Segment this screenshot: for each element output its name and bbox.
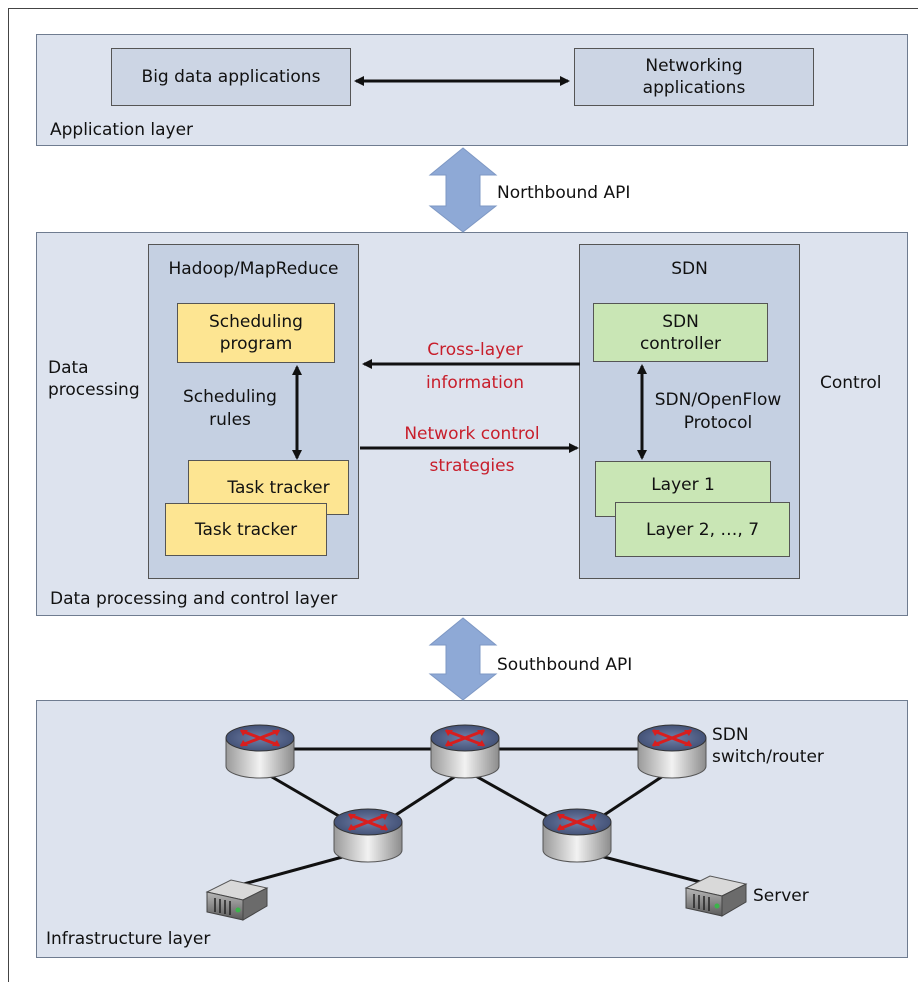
task-tracker-label-back: Task tracker (227, 477, 330, 498)
router-icon (542, 808, 612, 863)
sdn-title: SDN (671, 259, 708, 279)
big-data-applications-box: Big data applications (111, 48, 351, 106)
networking-applications-label-2: applications (642, 78, 746, 98)
sdn-controller-box: SDN controller (593, 303, 768, 362)
sdn-switch-label-1: SDN (712, 725, 749, 745)
northbound-api-arrow (428, 147, 498, 233)
frame-left-line (8, 8, 9, 982)
layer-1-label: Layer 1 (651, 475, 715, 495)
server-label: Server (753, 886, 809, 906)
application-layer-label: Application layer (50, 120, 194, 140)
big-data-applications-label: Big data applications (141, 67, 321, 87)
southbound-api-arrow (428, 617, 498, 701)
southbound-api-label: Southbound API (497, 655, 633, 675)
server-icon (205, 879, 269, 921)
cross-layer-label-2: information (425, 373, 525, 393)
frame-top-line (8, 8, 918, 9)
network-control-label-2: strategies (429, 456, 515, 476)
protocol-label-1: SDN/OpenFlow (654, 390, 782, 410)
scheduling-rules-label-2: rules (209, 410, 251, 430)
router-icon (637, 724, 707, 779)
scheduling-rules-label-1: Scheduling (183, 387, 277, 407)
layer-2-7-box: Layer 2, …, 7 (615, 502, 790, 557)
sdn-controller-label-2: controller (639, 333, 722, 354)
task-tracker-box-front: Task tracker (165, 503, 327, 556)
control-label: Control (820, 373, 882, 393)
sdn-switch-label-2: switch/router (712, 747, 824, 767)
data-processing-label-2: processing (48, 380, 140, 400)
infrastructure-layer-label: Infrastructure layer (46, 929, 211, 949)
data-processing-label-1: Data (48, 358, 89, 378)
task-tracker-label-front: Task tracker (194, 519, 298, 540)
control-layer-label: Data processing and control layer (50, 589, 338, 609)
scheduling-program-label-2: program (219, 334, 293, 354)
networking-applications-label-1: Networking (645, 56, 743, 76)
cross-layer-label-1: Cross-layer (427, 340, 523, 360)
router-icon (225, 724, 295, 779)
router-icon (430, 724, 500, 779)
network-control-label-1: Network control (404, 424, 540, 444)
protocol-label-2: Protocol (683, 413, 753, 433)
hadoop-title: Hadoop/MapReduce (168, 259, 339, 279)
server-icon (684, 875, 748, 917)
northbound-api-label: Northbound API (497, 183, 631, 203)
scheduling-program-box: Scheduling program (177, 303, 335, 363)
sdn-controller-label-1: SDN (662, 311, 699, 332)
layer-2-7-label: Layer 2, …, 7 (645, 519, 760, 540)
scheduling-program-label-1: Scheduling (209, 312, 303, 332)
router-icon (333, 808, 403, 863)
networking-applications-box: Networking applications (574, 48, 814, 106)
